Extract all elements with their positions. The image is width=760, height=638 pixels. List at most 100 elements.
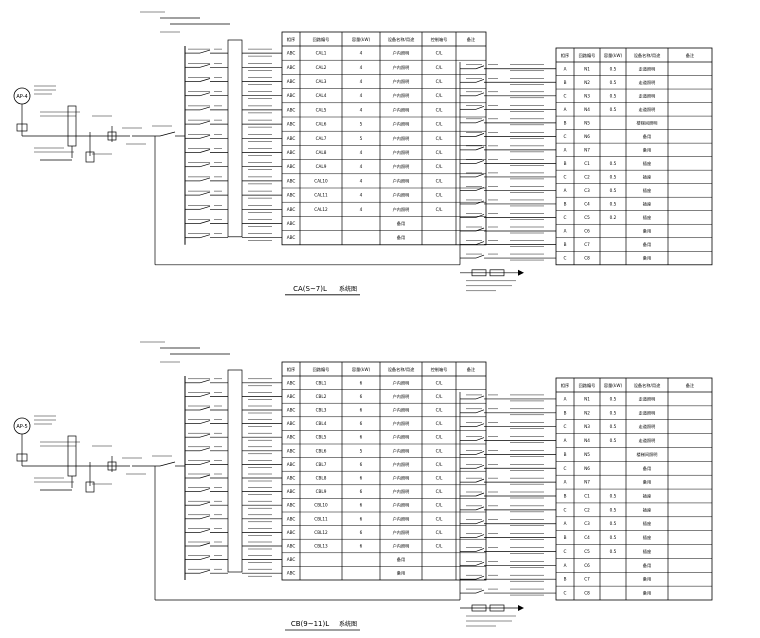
cell-box: C/L	[436, 65, 443, 70]
cell-kw: 6	[360, 394, 363, 399]
cell-circuit: CBL7	[316, 462, 327, 467]
sub-cell-use: 备用	[643, 576, 651, 583]
cell-kw: 6	[360, 516, 363, 521]
cell-kw: 5	[360, 122, 363, 127]
sub-branch-breaker	[475, 478, 485, 483]
cell-use: 户内照明	[393, 502, 410, 509]
sub-cell-phase: C	[564, 507, 567, 512]
sub-cell-phase: B	[564, 120, 567, 125]
table-header-cell: 备注	[686, 52, 695, 59]
cell-phase: ABC	[287, 150, 296, 155]
sub-cell-use: 备用	[643, 228, 651, 235]
cell-phase: ABC	[287, 380, 296, 385]
sub-cell-use: 备用	[643, 255, 651, 262]
cell-box: C/L	[436, 380, 443, 385]
sub-branch-breaker	[475, 105, 485, 110]
cell-use: 户内照明	[393, 379, 410, 386]
cell-kw: 4	[360, 79, 363, 84]
cell-use: 户内照明	[393, 206, 410, 213]
cell-use: 户内照明	[393, 177, 410, 184]
cell-use: 备用	[397, 556, 405, 563]
cell-phase: ABC	[287, 530, 296, 535]
sub-cell-use: 走道照明	[639, 65, 656, 72]
cell-phase: ABC	[287, 51, 296, 56]
cell-phase: ABC	[287, 476, 296, 481]
table-header-cell: 容量(kW)	[352, 366, 371, 373]
cell-use: 户内照明	[393, 192, 410, 199]
cell-use: 户内照明	[393, 64, 410, 71]
cell-phase: ABC	[287, 122, 296, 127]
load-table	[281, 31, 487, 246]
sub-branch-breaker	[475, 506, 485, 511]
sub-cell-use: 备用	[643, 465, 651, 472]
cell-box: C/L	[436, 435, 443, 440]
cell-box: C/L	[436, 408, 443, 413]
cell-use: 户内照明	[393, 475, 410, 482]
sub-cell-kw: 0.5	[610, 80, 617, 85]
branch-breaker	[199, 205, 211, 210]
branch-breaker	[199, 78, 211, 82]
cell-use: 户内照明	[393, 135, 410, 142]
table-header-cell: 设备名称/用途	[634, 52, 661, 59]
sub-cell-circuit: N1	[584, 66, 590, 71]
branch-breaker	[199, 92, 211, 97]
sub-cell-kw: 0.5	[610, 93, 617, 98]
cell-use: 户内照明	[393, 420, 410, 427]
sub-branch-breaker	[475, 160, 485, 164]
cell-kw: 4	[360, 178, 363, 183]
sub-branch-breaker	[475, 187, 485, 191]
cell-circuit: CBL3	[316, 408, 327, 413]
cell-circuit: CAL1	[316, 51, 327, 56]
table-header-cell: 容量(kW)	[604, 382, 623, 389]
cell-circuit: CBL2	[316, 394, 327, 399]
branch-breaker	[199, 515, 211, 520]
branch-breaker	[199, 556, 211, 560]
cell-phase: ABC	[287, 93, 296, 98]
cell-use: 备用	[397, 570, 405, 577]
cell-use: 户内照明	[393, 50, 410, 57]
sub-cell-circuit: C3	[584, 188, 590, 193]
cell-use: 户内照明	[393, 461, 410, 468]
cell-kw: 5	[360, 448, 363, 453]
sub-cell-kw: 0.5	[610, 549, 617, 554]
branch-breaker	[199, 461, 211, 465]
cell-phase: ABC	[287, 394, 296, 399]
sub-branch-breaker	[475, 451, 485, 455]
cell-kw: 4	[360, 51, 363, 56]
cell-kw: 4	[360, 164, 363, 169]
cell-kw: 6	[360, 503, 363, 508]
cell-use: 户内照明	[393, 92, 410, 99]
cell-use: 备用	[397, 234, 405, 241]
sub-branch-breaker	[475, 562, 485, 566]
cell-box: C/L	[436, 207, 443, 212]
cell-circuit: CAL5	[316, 107, 327, 112]
branch-breaker	[199, 433, 211, 438]
cell-circuit: CBL11	[314, 516, 328, 521]
sub-cell-circuit: N6	[584, 466, 590, 471]
cell-box: C/L	[436, 150, 443, 155]
sub-cell-phase: B	[564, 494, 567, 499]
sub-cell-phase: C	[564, 256, 567, 261]
cell-circuit: CAL6	[316, 122, 327, 127]
sub-cell-circuit: N7	[584, 147, 590, 152]
cell-kw: 6	[360, 530, 363, 535]
sub-cell-use: 楼梯间照明	[637, 451, 658, 458]
sub-ct-box	[471, 269, 487, 277]
sub-cell-circuit: N5	[584, 452, 590, 457]
sub-cell-kw: 0.5	[610, 521, 617, 526]
cell-phase: ABC	[287, 571, 296, 576]
sub-cell-circuit: C3	[584, 521, 590, 526]
branch-breaker	[199, 474, 211, 479]
sub-cell-circuit: N6	[584, 134, 590, 139]
cell-box: C/L	[436, 107, 443, 112]
table-header-cell: 备注	[467, 366, 476, 373]
cell-box: C/L	[436, 79, 443, 84]
main-switch	[159, 131, 176, 137]
diagram-title: CA(S~7)L	[293, 285, 327, 293]
cell-box: C/L	[436, 193, 443, 198]
cell-phase: ABC	[287, 557, 296, 562]
